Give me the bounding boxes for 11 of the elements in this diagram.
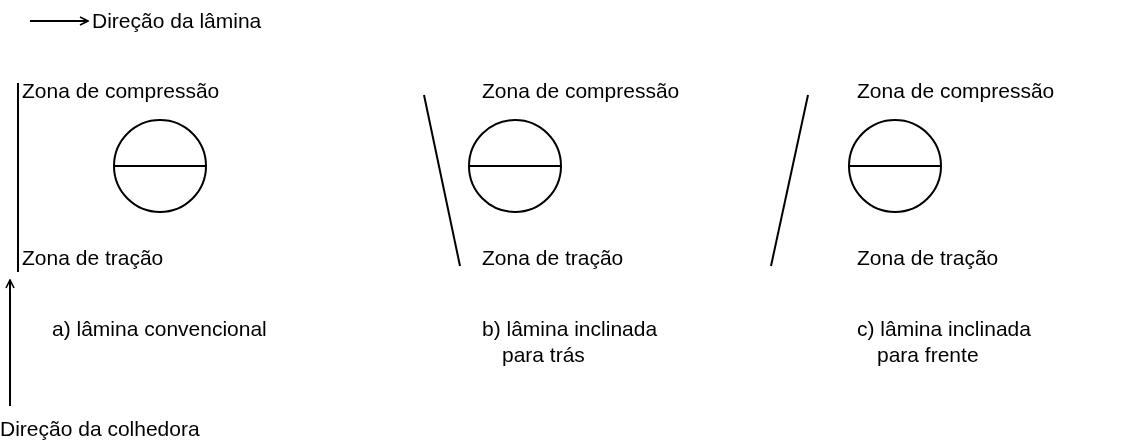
label-text: Direção da colhedora (0, 416, 200, 442)
label-text: b) lâmina inclinada para trás (482, 316, 659, 368)
label-text: Zona de tração (22, 245, 164, 271)
label-text: a) lâmina convencional (52, 316, 267, 342)
label-text: Zona de tração (857, 245, 999, 271)
label-text: Zona de compressão (482, 78, 680, 104)
label-text: Zona de compressão (22, 78, 220, 104)
label-text: Direção da lâmina (92, 8, 262, 34)
label-text: c) lâmina inclinada para frente (857, 316, 1032, 368)
label-text: Zona de tração (482, 245, 624, 271)
label-text: Zona de compressão (857, 78, 1055, 104)
